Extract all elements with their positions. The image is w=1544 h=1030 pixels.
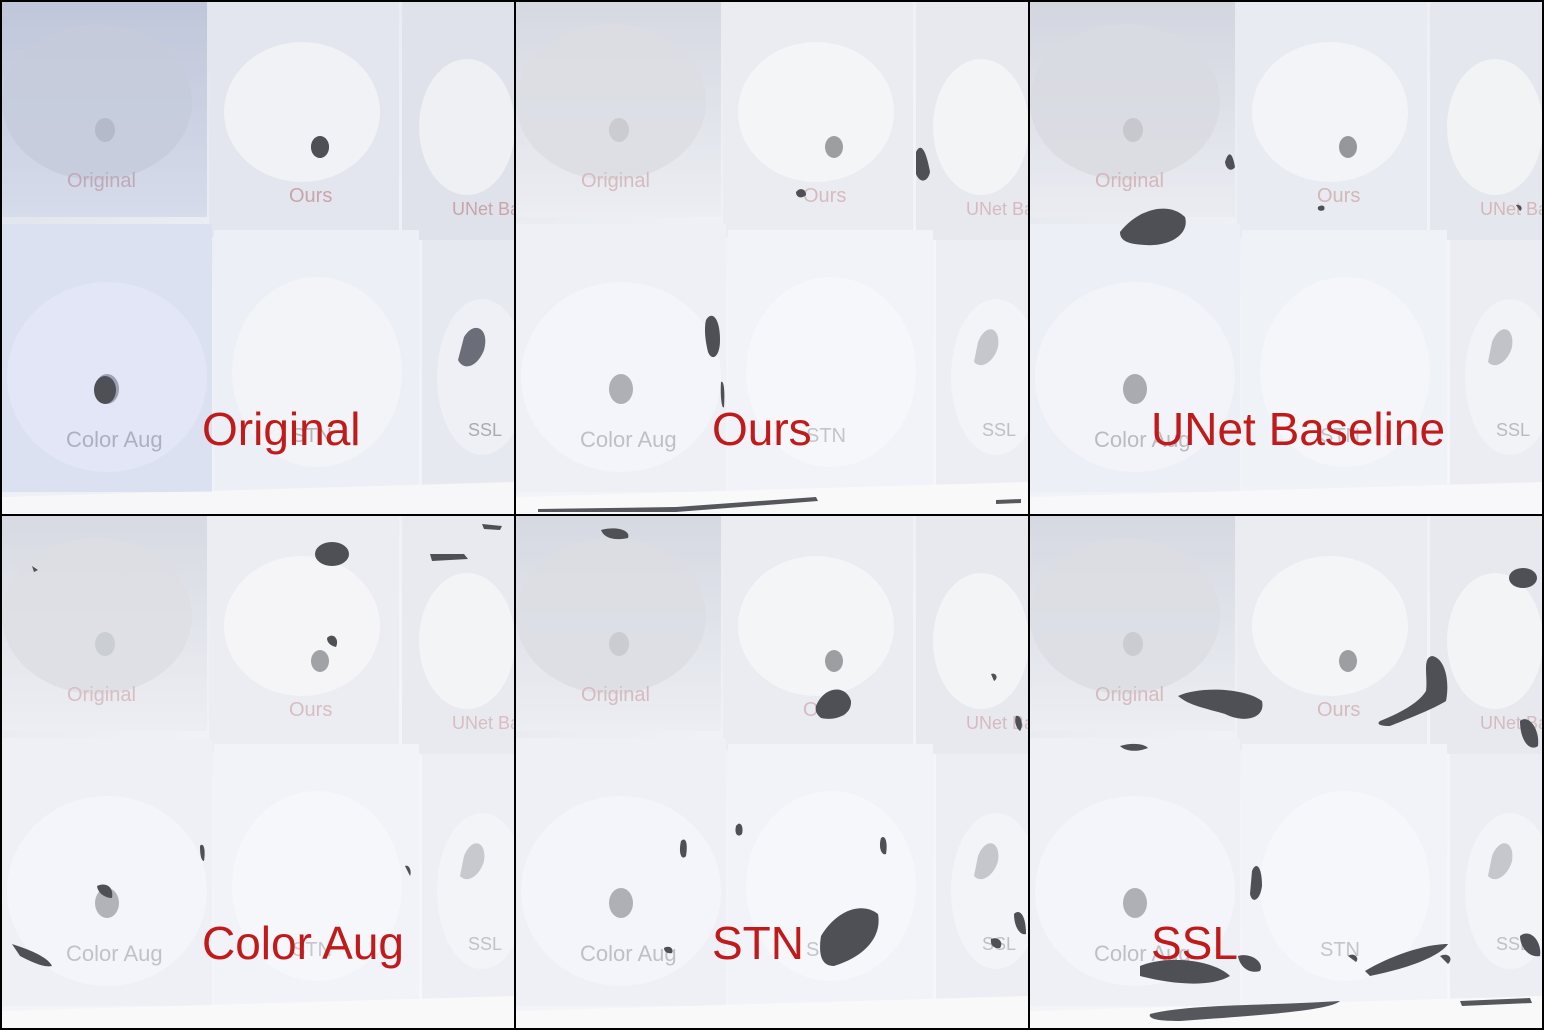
panel-unet-baseline: UNet Baseline (1030, 2, 1542, 514)
overlay-blob (996, 499, 1021, 504)
overlay-blob (679, 839, 687, 858)
overlay-blob (1015, 715, 1022, 731)
overlay-blob (1149, 1001, 1340, 1021)
overlay-blob (1516, 204, 1522, 211)
overlay-blob (1365, 944, 1448, 976)
overlay-blob (405, 865, 411, 876)
panel-label: STN (712, 917, 804, 969)
overlay-blob (1317, 205, 1325, 211)
photo-original (2, 2, 514, 514)
overlay-blob (1014, 912, 1026, 935)
overlay-blob (327, 635, 338, 647)
panel-label: Color Aug (202, 917, 405, 969)
overlay-blob (1120, 743, 1148, 751)
panel-label: UNet Baseline (1151, 403, 1446, 455)
overlay-blob (1120, 208, 1186, 246)
overlay-blob (990, 938, 1002, 949)
overlay-blob (815, 689, 852, 719)
overlay-blob (315, 542, 349, 566)
overlay-blob (601, 528, 629, 540)
panel-ours: Ours (516, 2, 1028, 514)
panel-stn: STN (516, 516, 1028, 1028)
overlay-blob (991, 673, 997, 681)
panel-label: SSL (1151, 917, 1238, 969)
photo-color-aug (2, 516, 514, 1028)
overlay-blob (538, 497, 818, 512)
panel-label: Ours (712, 403, 812, 455)
overlay-blob (97, 884, 113, 898)
overlay-blob (1225, 154, 1235, 170)
overlay-blob (879, 836, 887, 855)
overlay-blob (704, 315, 720, 358)
overlay-blob (916, 147, 930, 181)
overlay-blob (1509, 568, 1537, 588)
overlay-blob (1378, 656, 1448, 726)
photo-ssl (1030, 516, 1542, 1028)
overlay-blob (735, 823, 743, 836)
overlay-blob (1440, 954, 1451, 964)
overlay-blob (1178, 689, 1263, 719)
overlay-blob (1520, 719, 1539, 748)
panel-label: Original (202, 403, 361, 455)
overlay-blob (796, 189, 806, 198)
overlay-blob (1520, 933, 1541, 957)
panel-original: Original (2, 2, 514, 514)
photo-ours (516, 2, 1028, 514)
overlay-blob (1140, 959, 1230, 984)
overlay-blob (1348, 954, 1358, 962)
overlay-blob (200, 844, 205, 861)
overlay-blob (1238, 955, 1261, 972)
overlay-blob (430, 554, 468, 561)
panel-ssl: SSL (1030, 516, 1542, 1028)
overlay-blob (664, 946, 673, 954)
overlay-blob (720, 381, 725, 408)
overlay-blob (820, 908, 879, 966)
overlay-blob (32, 566, 38, 572)
overlay-blob (482, 524, 502, 530)
photo-unet-baseline (1030, 2, 1542, 514)
overlay-blob (1250, 866, 1262, 900)
photo-stn (516, 516, 1028, 1028)
panel-color-aug: Color Aug (2, 516, 514, 1028)
overlay-blob (1460, 998, 1532, 1006)
overlay-blob (12, 944, 52, 967)
